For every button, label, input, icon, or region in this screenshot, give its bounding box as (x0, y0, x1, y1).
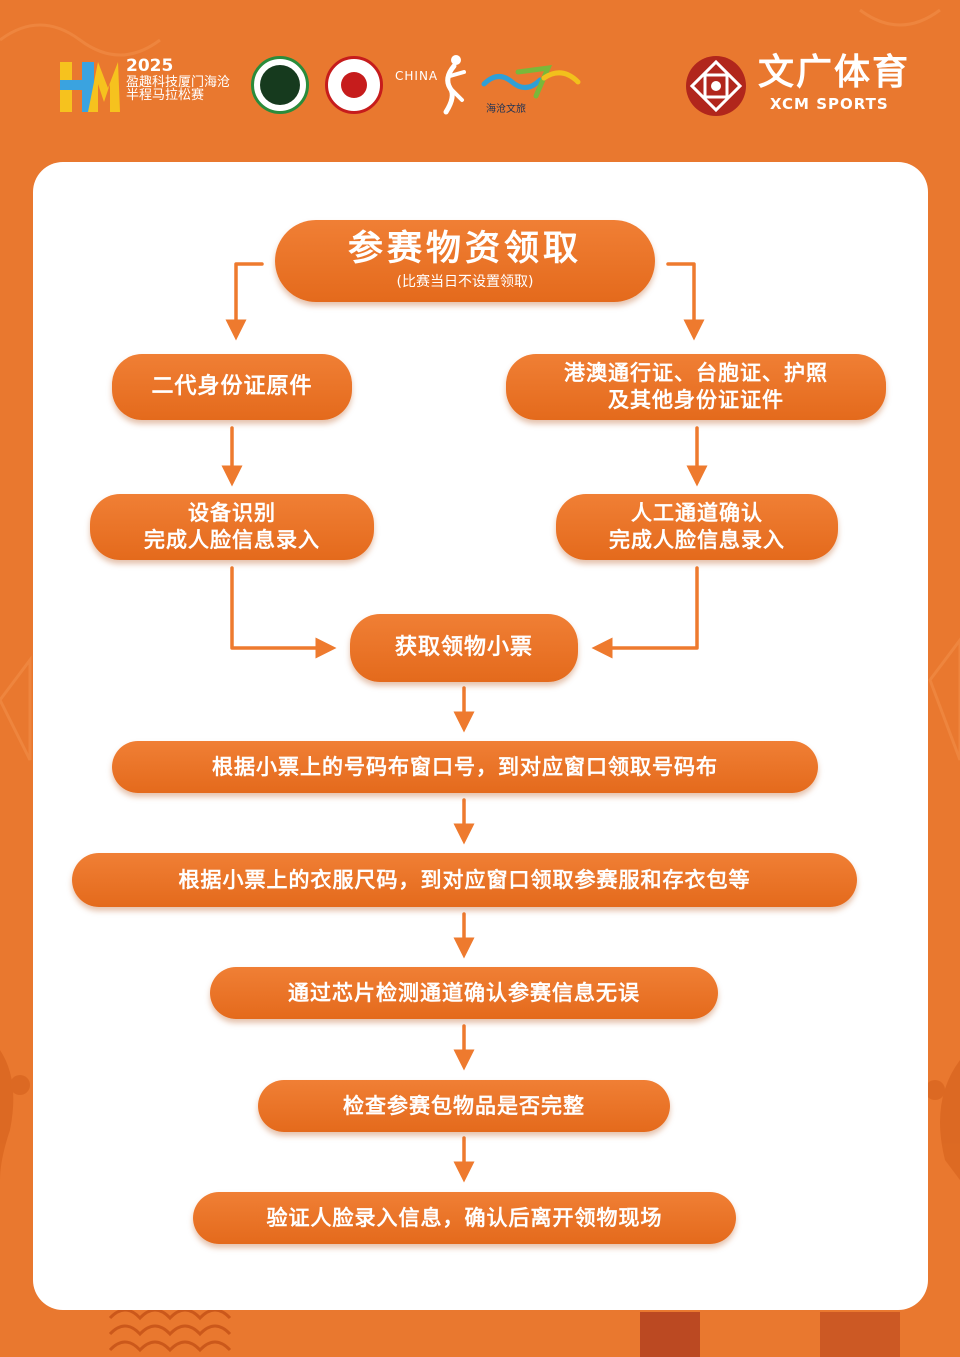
haicang-text: 海沧文旅 (486, 104, 526, 115)
right-id-line1: 港澳通行证、台胞证、护照 (564, 360, 828, 385)
step-label-5: 验证人脸录入信息，确认后离开领物现场 (266, 1205, 663, 1230)
flow-title-box: 参赛物资领取 (比赛当日不设置领取) (275, 220, 655, 302)
world-athletics-inner (260, 65, 300, 105)
header-logos: 2025 盈趣科技厦门海沧半程马拉松赛 CHINA 海沧文旅 文广体育 XCM … (0, 0, 960, 160)
china-marathon-logo: CHINA (395, 70, 438, 82)
xcm-emblem-icon (686, 56, 746, 116)
ticket-label: 获取领物小票 (394, 635, 533, 661)
ticket-box: 获取领物小票 (350, 614, 578, 682)
flow-title-note: (比赛当日不设置领取) (396, 273, 534, 290)
left-verify-line1: 设备识别 (188, 500, 276, 525)
haicang-logo-icon (481, 64, 581, 99)
step-label-2: 根据小票上的衣服尺码，到对应窗口领取参赛服和存衣包等 (178, 867, 751, 892)
flow-title: 参赛物资领取 (347, 229, 582, 270)
left-id-box: 二代身份证原件 (112, 354, 352, 420)
step-label-3: 通过芯片检测通道确认参赛信息无误 (288, 980, 640, 1005)
left-verify-box: 设备识别 完成人脸信息录入 (90, 494, 374, 560)
flowchart-card (33, 162, 928, 1310)
step-box-1: 根据小票上的号码布窗口号，到对应窗口领取号码布 (112, 741, 818, 793)
right-id-box: 港澳通行证、台胞证、护照 及其他身份证证件 (506, 354, 886, 420)
caa-inner-emblem (341, 72, 367, 98)
left-verify-line2: 完成人脸信息录入 (144, 528, 320, 552)
step-box-5: 验证人脸录入信息，确认后离开领物现场 (193, 1192, 736, 1244)
right-verify-line1: 人工通道确认 (631, 500, 763, 525)
right-id-line2: 及其他身份证证件 (608, 388, 784, 412)
half-marathon-hm-logo-icon (60, 62, 120, 112)
event-name-block: 2025 盈趣科技厦门海沧半程马拉松赛 (126, 56, 238, 104)
xcm-subtitle: XCM SPORTS (770, 95, 889, 113)
step-box-2: 根据小票上的衣服尺码，到对应窗口领取参赛服和存衣包等 (72, 853, 857, 907)
left-id-label: 二代身份证原件 (151, 374, 313, 400)
event-name: 盈趣科技厦门海沧半程马拉松赛 (126, 74, 231, 104)
step-label-1: 根据小票上的号码布窗口号，到对应窗口领取号码布 (212, 754, 718, 779)
right-verify-line2: 完成人脸信息录入 (609, 528, 785, 552)
step-label-4: 检查参赛包物品是否完整 (343, 1093, 585, 1118)
xcm-title: 文广体育 (758, 52, 911, 93)
step-box-3: 通过芯片检测通道确认参赛信息无误 (210, 967, 718, 1019)
chinese-athletics-association-badge-icon (325, 56, 383, 114)
world-athletics-badge-icon (251, 56, 309, 114)
runner-icon (443, 55, 466, 115)
right-verify-box: 人工通道确认 完成人脸信息录入 (556, 494, 838, 560)
event-year: 2025 (126, 56, 174, 76)
china-marathon-text: CHINA (395, 69, 439, 83)
step-box-4: 检查参赛包物品是否完整 (258, 1080, 670, 1132)
